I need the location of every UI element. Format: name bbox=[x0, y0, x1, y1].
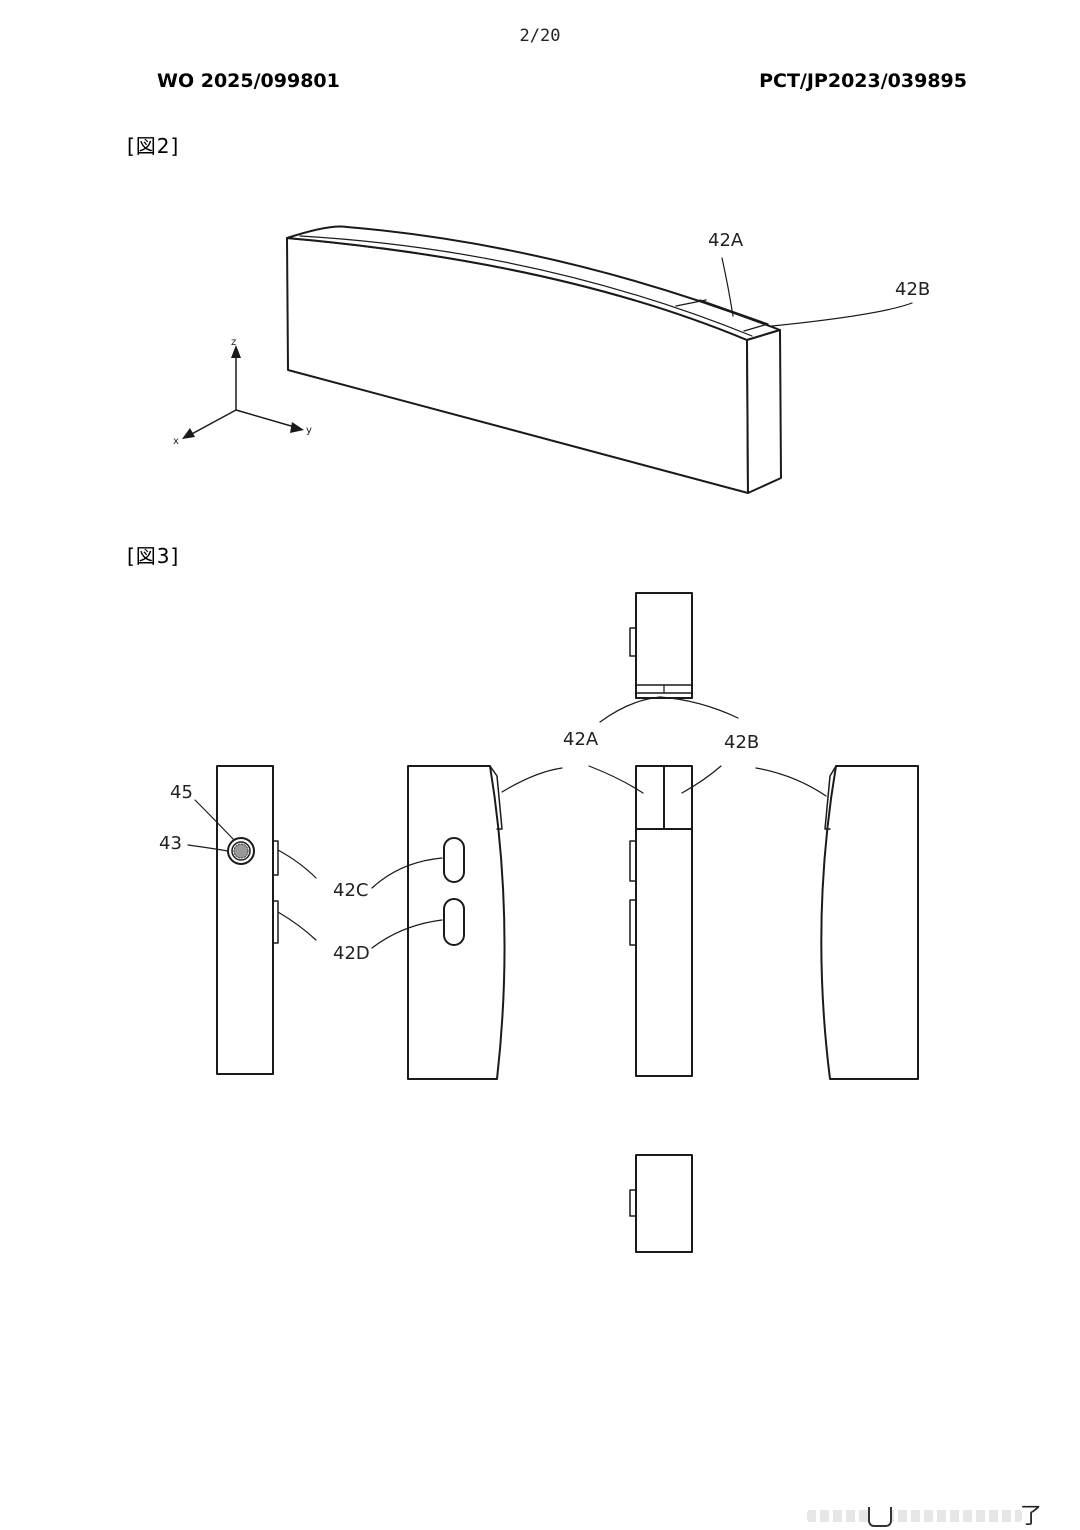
page-number: 2/20 bbox=[519, 26, 561, 46]
figure-2-label: [図2] bbox=[127, 134, 180, 158]
axis-y-label: y bbox=[306, 425, 312, 436]
bottom-glyph: 了 bbox=[1020, 1504, 1043, 1529]
ref-42b-fig3: 42B bbox=[724, 732, 759, 753]
fig2-curved-block bbox=[286, 225, 782, 494]
bottom-scroll-thumb[interactable] bbox=[868, 1507, 892, 1527]
bottom-scroll-bar[interactable] bbox=[807, 1510, 1022, 1522]
ref-45: 45 bbox=[170, 782, 193, 803]
ref-42a-fig2: 42A bbox=[708, 230, 744, 251]
fig3-top-view bbox=[629, 592, 693, 699]
ref-42b-fig2: 42B bbox=[895, 279, 930, 300]
leader-42a-fig2 bbox=[721, 257, 734, 317]
fig3-rear-view bbox=[629, 765, 693, 1077]
axis-indicator bbox=[187, 351, 299, 437]
fig3-side-view-left bbox=[216, 765, 279, 1075]
fig3-bottom-view bbox=[629, 1154, 693, 1253]
ref-42a-fig3: 42A bbox=[563, 729, 599, 750]
ref-42d: 42D bbox=[333, 943, 370, 964]
ref-43: 43 bbox=[159, 833, 182, 854]
fig3-right-view bbox=[820, 765, 919, 1080]
axis-z-label: z bbox=[231, 337, 236, 348]
figure-3-label: [図3] bbox=[127, 544, 180, 568]
ref-42c: 42C bbox=[333, 880, 368, 901]
leader-42b-fig2 bbox=[771, 302, 913, 327]
application-number: PCT/JP2023/039895 bbox=[759, 70, 967, 92]
axis-x-label: x bbox=[173, 436, 179, 447]
fig3-front-view bbox=[407, 765, 506, 1080]
publication-number: WO 2025/099801 bbox=[157, 70, 340, 92]
